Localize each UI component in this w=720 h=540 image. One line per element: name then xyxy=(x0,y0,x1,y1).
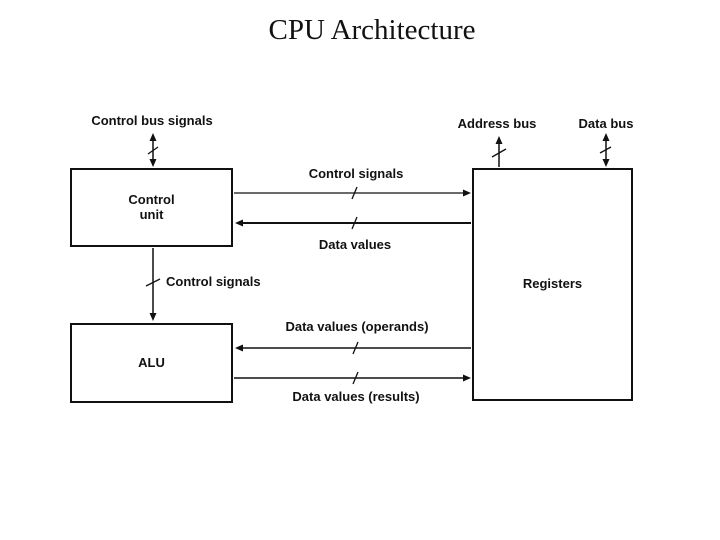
bus-width-slash xyxy=(351,216,358,230)
control-signals-vertical-label: Control signals xyxy=(166,274,261,289)
registers-box: Registers xyxy=(472,168,633,401)
control-signals-label: Control signals xyxy=(308,166,404,181)
address-bus-arrow xyxy=(491,136,507,167)
data-bus-label: Data bus xyxy=(578,116,634,131)
address-bus-label: Address bus xyxy=(457,116,537,131)
control-bus-label: Control bus signals xyxy=(91,113,213,128)
data-values-operands-arrow xyxy=(235,341,471,355)
data-values-label: Data values xyxy=(318,237,392,252)
bus-width-slash xyxy=(352,371,359,385)
data-values-results-arrow xyxy=(234,371,471,385)
data-values-operands-label: Data values (operands) xyxy=(285,319,429,334)
page-title: CPU Architecture xyxy=(268,14,476,46)
alu-box: ALU xyxy=(70,323,233,403)
registers-label: Registers xyxy=(522,276,583,292)
data-values-arrow xyxy=(235,216,471,230)
control-unit-box: Control unit xyxy=(70,168,233,247)
control-bus-arrow xyxy=(147,133,159,167)
control-unit-label: Control unit xyxy=(128,191,175,222)
bus-width-slash xyxy=(352,341,359,355)
bus-width-slash xyxy=(351,186,358,200)
bus-width-slash xyxy=(599,146,612,154)
bus-width-slash xyxy=(147,146,159,155)
data-bus-arrow xyxy=(599,133,612,167)
data-values-results-label: Data values (results) xyxy=(292,389,420,404)
bus-width-slash xyxy=(491,148,507,158)
control-signals-vertical-arrow xyxy=(145,248,161,321)
bus-width-slash xyxy=(145,278,161,287)
control-signals-arrow xyxy=(234,186,471,200)
alu-label: ALU xyxy=(138,354,165,370)
